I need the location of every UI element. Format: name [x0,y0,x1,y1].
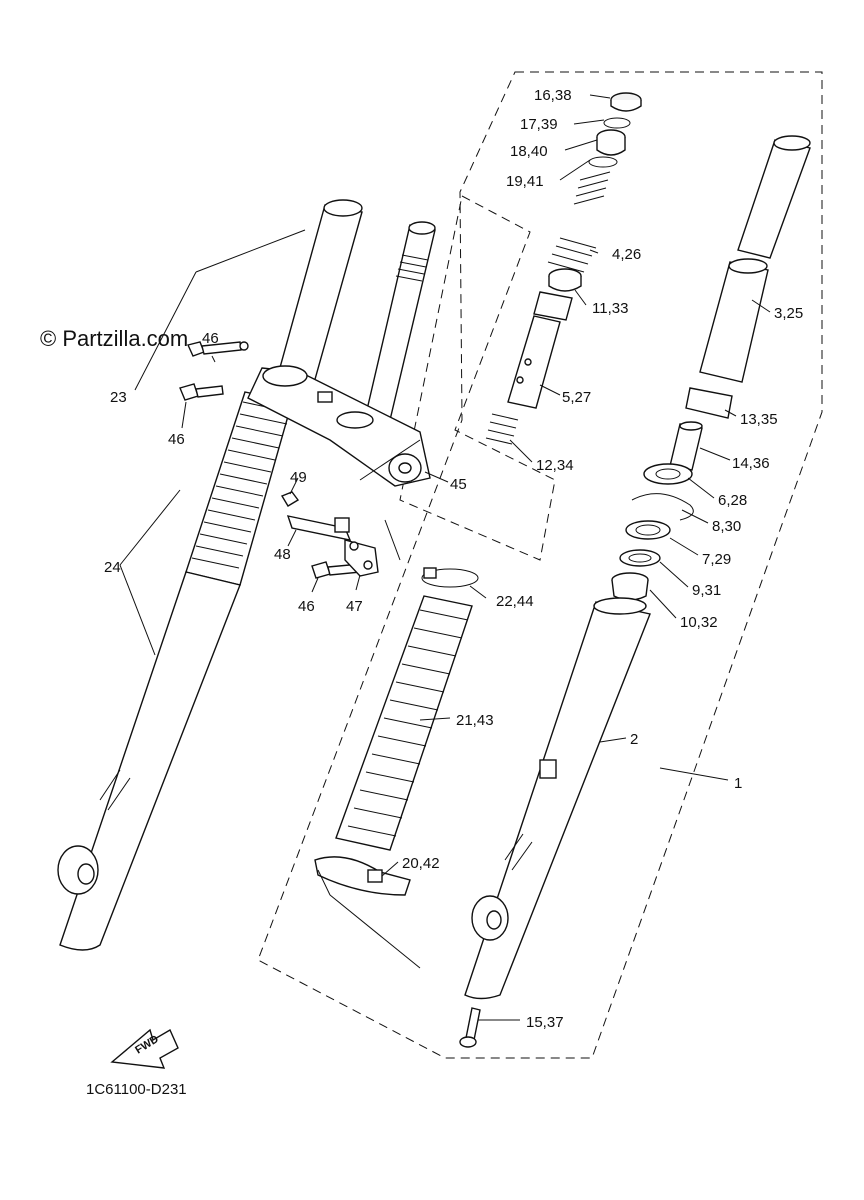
callout-18-40: 18,40 [510,143,548,160]
oring-17-39 [603,117,631,129]
cap-bolt-18-40 [596,129,626,156]
bracket-48 [286,515,352,541]
diagram-code: 1C61100-D231 [86,1081,187,1098]
boot-21-43 [335,595,473,851]
callout-45: 45 [450,476,467,493]
callout-23: 23 [110,389,127,406]
inner-tube-upper [737,135,811,259]
bushing-13-35 [685,387,733,419]
damper-group-dashed-outline [399,195,556,561]
inner-tube-3-25 [699,258,769,383]
clamp-20-42 [314,856,411,896]
callout-49: 49 [290,469,307,486]
callout-12-34: 12,34 [536,457,574,474]
callout-21-43: 21,43 [456,712,494,729]
fwd-arrow: FWD [110,1028,179,1069]
callout-6-28: 6,28 [718,492,747,509]
dust-seal-10-32 [611,572,649,601]
oil-seal-7-29 [625,520,671,540]
callout-46-top: 46 [202,330,219,347]
nut-49 [280,491,300,507]
callout-48: 48 [274,546,291,563]
bolt-46-top [187,341,249,357]
spring-4-26 [547,237,597,273]
watermark: © Partzilla.com [40,326,188,351]
steering-stem-tube [365,221,436,421]
callout-4-26: 4,26 [612,246,641,263]
cap-16-38 [610,92,642,112]
outer-tube-2 [464,597,651,1000]
damper-rod-5-27 [507,291,573,409]
under-bracket [247,365,431,487]
clamp-22-44 [421,567,479,588]
left-outer-tube [57,571,241,951]
callout-13-35: 13,35 [740,411,778,428]
callout-46-low: 46 [298,598,315,615]
callout-8-30: 8,30 [712,518,741,535]
bolt-15-37 [459,1007,481,1048]
callout-14-36: 14,36 [732,455,770,472]
callout-7-29: 7,29 [702,551,731,568]
washer-6-28 [643,463,693,485]
callout-47: 47 [346,598,363,615]
callout-1: 1 [734,775,742,792]
callout-19-41: 19,41 [506,173,544,190]
callout-15-37: 15,37 [526,1014,564,1031]
collar-11-33 [548,268,582,292]
bushing-14-36 [669,421,703,471]
callout-20-42: 20,42 [402,855,440,872]
left-inner-tube [275,199,363,391]
callout-9-31: 9,31 [692,582,721,599]
callout-22-44: 22,44 [496,593,534,610]
fork-assembly-dashed-outline [257,71,823,1059]
plate-47 [344,539,379,577]
callout-17-39: 17,39 [520,116,558,133]
bolt-46-mid [179,383,224,401]
washer-9-31 [619,549,661,567]
leader-lines [119,94,771,1021]
oring-19-41 [588,156,618,168]
callout-10-32: 10,32 [680,614,718,631]
callout-2: 2 [630,731,638,748]
spring-12-34 [485,413,519,445]
callout-16-38: 16,38 [534,87,572,104]
callout-11-33: 11,33 [592,300,628,317]
callout-3-25: 3,25 [774,305,803,322]
circlip-8-30 [631,493,694,521]
callout-5-27: 5,27 [562,389,591,406]
spring-upper [573,171,611,205]
callout-46-mid: 46 [168,431,185,448]
callout-24: 24 [104,559,121,576]
